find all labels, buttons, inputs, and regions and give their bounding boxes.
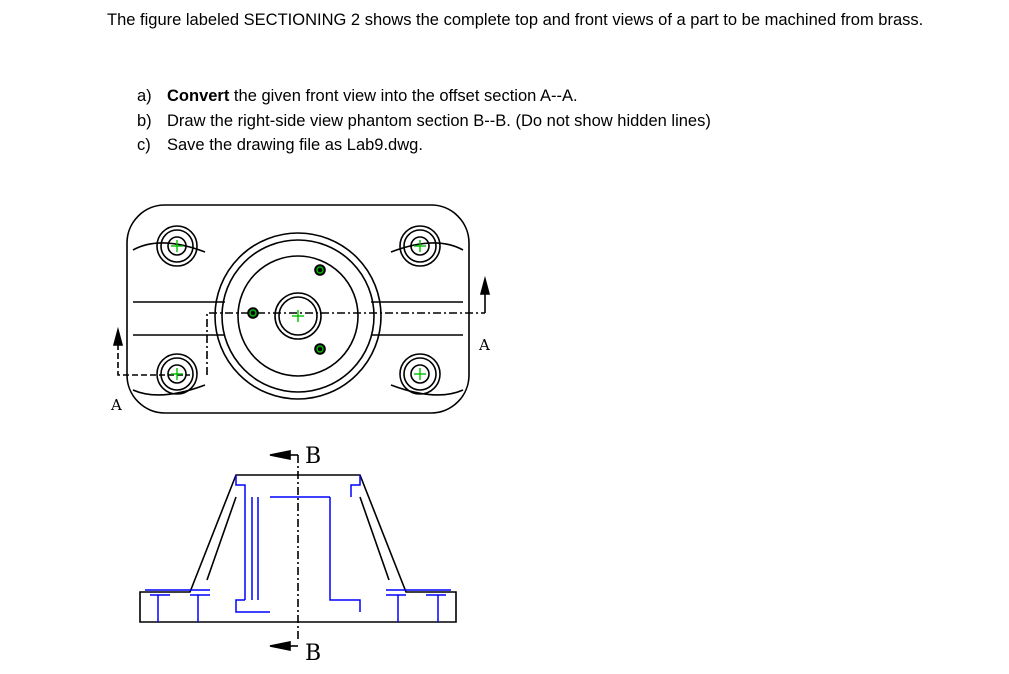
task-text: the given front view into the offset sec… <box>229 87 578 105</box>
corner-hole-bl <box>156 353 198 395</box>
boss-outer-circle <box>214 232 382 400</box>
task-label: c) <box>137 136 151 154</box>
task-text: Draw the right-side view phantom section… <box>167 111 711 130</box>
center-bore-inner <box>278 296 318 336</box>
front-view <box>139 450 457 651</box>
hidden-lines <box>145 475 451 622</box>
section-letter-b-top: B <box>305 444 321 469</box>
section-letter-b-bottom: B <box>305 641 321 666</box>
corner-hole-tl <box>156 225 198 267</box>
web-line <box>390 384 464 396</box>
arrow-a-right <box>479 275 491 295</box>
front-edge <box>206 496 237 581</box>
task-text: Save the drawing file as Lab9.dwg. <box>167 136 423 154</box>
task-item-c: c) Save the drawing file as Lab9.dwg. <box>137 133 711 158</box>
section-letter-a-left: A <box>110 396 122 414</box>
task-item-b: b) Draw the right-side view phantom sect… <box>137 109 711 134</box>
center-bore-circle <box>274 292 322 340</box>
section-letter-a-right: A <box>478 336 490 354</box>
task-item-a: a) Convert the given front view into the… <box>137 84 711 109</box>
top-view <box>112 204 491 414</box>
plate-outline <box>126 204 470 414</box>
task-label: b) <box>137 111 152 130</box>
cutting-plane-a <box>117 335 190 376</box>
task-bold: Convert <box>167 87 230 105</box>
boss-inner-circle <box>237 255 359 377</box>
corner-hole-br <box>399 353 441 395</box>
boss-rim-circle <box>221 239 375 393</box>
web-line <box>390 242 464 253</box>
task-list: a) Convert the given front view into the… <box>137 84 711 158</box>
front-edge <box>359 496 390 581</box>
task-label: a) <box>137 87 152 105</box>
arrow-a-left <box>112 326 124 346</box>
intro-paragraph: The figure labeled SECTIONING 2 shows th… <box>107 11 924 29</box>
cutting-plane-a <box>206 312 485 375</box>
web-line <box>132 384 206 396</box>
corner-hole-tr <box>399 225 441 267</box>
center-marks <box>171 240 426 380</box>
